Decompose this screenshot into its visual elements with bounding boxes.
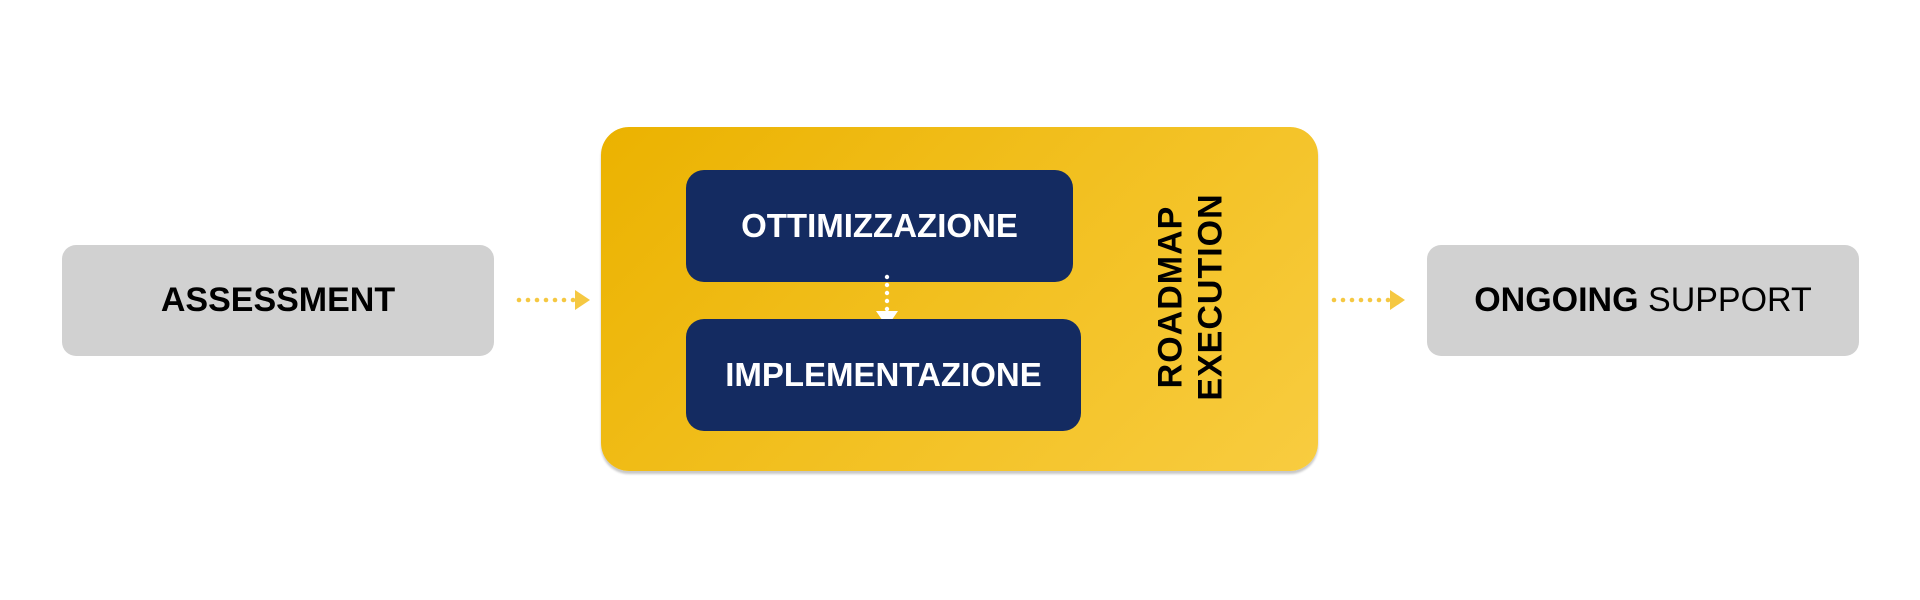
dotted-arrow-icon: [1331, 290, 1405, 310]
assessment-box: ASSESSMENT: [62, 245, 494, 356]
roadmap-title-line1: ROADMAP: [1152, 205, 1191, 389]
implementazione-label: IMPLEMENTAZIONE: [725, 356, 1042, 393]
ongoing-label-regular: SUPPORT: [1648, 281, 1812, 319]
ottimizzazione-box: OTTIMIZZAZIONE: [686, 170, 1073, 282]
roadmap-execution-panel: OTTIMIZZAZIONE IMPLEMENTAZIONE ROADMAP E…: [601, 127, 1318, 471]
assessment-label: ASSESSMENT: [160, 281, 396, 319]
ongoing-label-bold: ONGOING: [1474, 281, 1639, 319]
ottimizzazione-label: OTTIMIZZAZIONE: [741, 207, 1018, 244]
roadmap-title-line2: EXECUTION: [1192, 193, 1231, 401]
dotted-arrow-icon: [516, 290, 590, 310]
ongoing-support-box: ONGOING SUPPORT: [1427, 245, 1859, 356]
roadmap-execution-title: ROADMAP EXECUTION: [1146, 187, 1236, 407]
implementazione-box: IMPLEMENTAZIONE: [686, 319, 1081, 431]
